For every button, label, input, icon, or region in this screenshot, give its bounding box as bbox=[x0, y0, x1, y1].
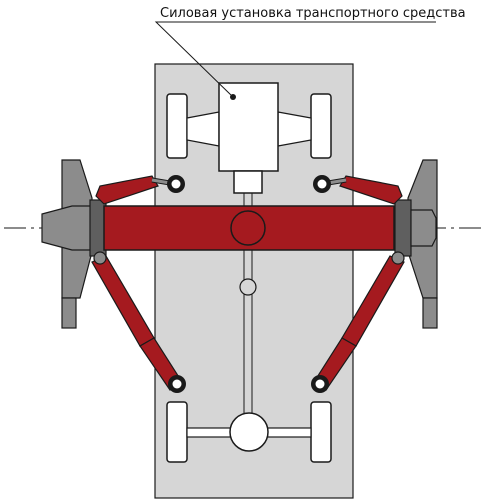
right-hub-flange bbox=[394, 199, 412, 257]
left-outrigger-foot bbox=[61, 297, 77, 329]
right-hub-cap bbox=[410, 209, 437, 247]
pivot-joints bbox=[167, 175, 331, 393]
rear-right-wheel bbox=[310, 401, 332, 463]
callout-leader bbox=[154, 21, 436, 98]
gearbox bbox=[233, 170, 263, 194]
engine-block bbox=[218, 82, 279, 194]
pivot-joint-lower-right bbox=[311, 375, 329, 393]
rear-left-wheel bbox=[166, 401, 188, 463]
rear-differential bbox=[229, 412, 269, 452]
front-left-link bbox=[186, 111, 220, 147]
engine-body bbox=[218, 82, 279, 172]
right-outrigger-foot bbox=[422, 297, 438, 329]
front-right-link bbox=[277, 111, 312, 147]
front-left-wheel bbox=[166, 93, 188, 159]
right-outrigger bbox=[394, 159, 438, 329]
lower-left-cylinder-eye bbox=[93, 251, 107, 265]
pivot-joint-upper-right bbox=[313, 175, 331, 193]
front-right-wheel bbox=[310, 93, 332, 159]
pivot-joint-lower-left bbox=[168, 375, 186, 393]
lower-right-cylinder-eye bbox=[391, 251, 405, 265]
pivot-joint-upper-left bbox=[167, 175, 185, 193]
driveshaft-joint bbox=[239, 278, 257, 296]
rear-axle bbox=[166, 401, 332, 463]
left-outrigger bbox=[41, 159, 107, 329]
callout-label: Силовая установка транспортного средства bbox=[160, 6, 466, 21]
beam-center-pivot bbox=[230, 210, 266, 246]
